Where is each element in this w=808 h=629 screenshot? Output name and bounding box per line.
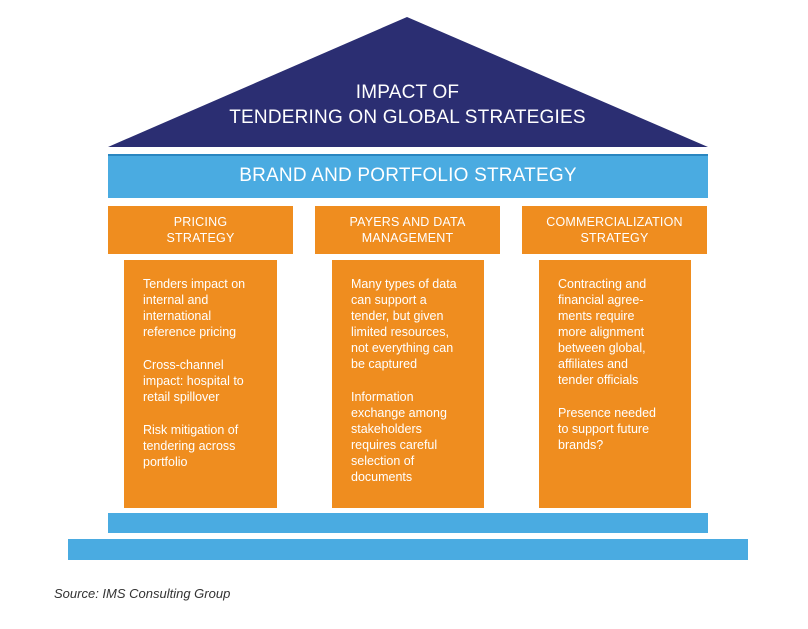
pillar-item: Many types of data can support a tender,… xyxy=(351,277,457,371)
pillar-cap-label: COMMERCIALIZATION xyxy=(546,215,683,229)
pillar-cap-label: STRATEGY xyxy=(166,231,235,245)
base-step-lower xyxy=(68,539,748,560)
pillar-cap-label: PRICING xyxy=(173,215,228,229)
pillar-column-payers: Many types of data can support a tender,… xyxy=(332,260,484,508)
pillar-cap-label: MANAGEMENT xyxy=(361,231,454,245)
roof-title-line1: IMPACT OF xyxy=(355,82,460,103)
pillar-cap-pricing: PRICING STRATEGY xyxy=(108,206,293,254)
roof-title-line2: TENDERING ON GLOBAL STRATEGIES xyxy=(229,107,586,128)
source-note: Source: IMS Consulting Group xyxy=(54,586,231,601)
pillar-column-commercialization: Contracting and financial agree- ments r… xyxy=(539,260,691,508)
roof-pediment xyxy=(108,17,708,147)
roof-title: IMPACT OF TENDERING ON GLOBAL STRATEGIES xyxy=(200,80,615,130)
pillar-cap-label: PAYERS AND DATA xyxy=(349,215,466,229)
pillar-item: Contracting and financial agree- ments r… xyxy=(558,277,647,387)
base-step-upper xyxy=(108,513,708,533)
pillar-item: Presence needed to support future brands… xyxy=(558,406,656,452)
pillar-item: Cross-channel impact: hospital to retail… xyxy=(143,358,244,404)
pillar-cap-payers: PAYERS AND DATA MANAGEMENT xyxy=(315,206,500,254)
pillar-item: Risk mitigation of tendering across port… xyxy=(143,423,239,469)
pillar-cap-label: STRATEGY xyxy=(580,231,649,245)
band-title: BRAND AND PORTFOLIO STRATEGY xyxy=(239,165,577,186)
pillar-item: Information exchange among stakeholders … xyxy=(351,390,447,484)
pillar-column-pricing: Tenders impact on internal and internati… xyxy=(124,260,277,508)
strategy-band xyxy=(108,154,708,198)
pillar-item: Tenders impact on internal and internati… xyxy=(143,277,246,339)
pillar-cap-commercialization: COMMERCIALIZATION STRATEGY xyxy=(522,206,707,254)
